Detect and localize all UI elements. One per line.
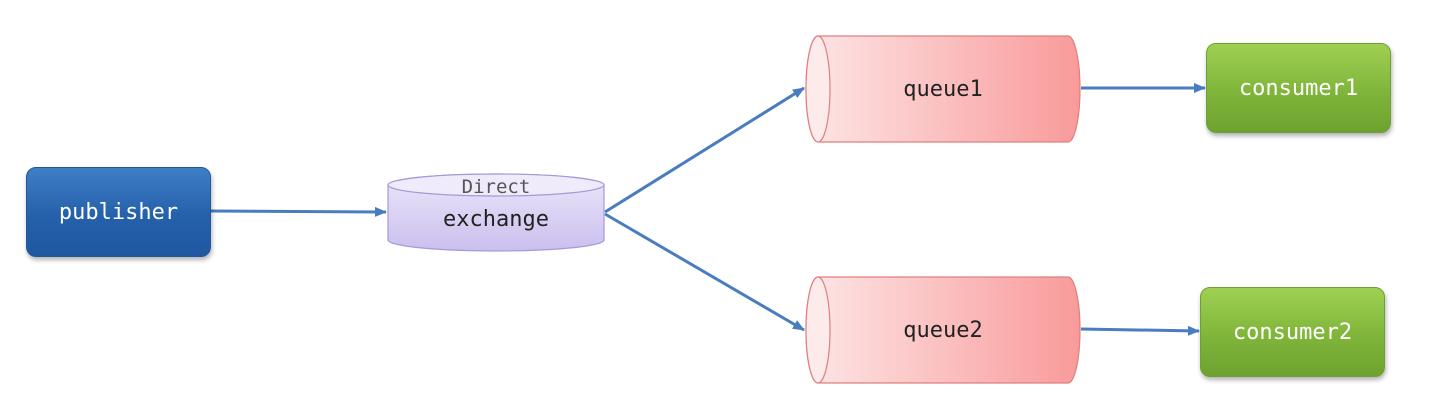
queue2-node[interactable]: queue2 <box>805 276 1081 384</box>
publisher-node[interactable]: publisher <box>26 167 211 257</box>
edge-exchange-queue1 <box>604 86 805 214</box>
queue1-label: queue1 <box>903 76 983 102</box>
exchange-name-label: exchange <box>443 207 549 232</box>
exchange-node[interactable]: Direct exchange <box>387 173 605 253</box>
consumer1-label: consumer1 <box>1238 75 1359 101</box>
queue1-cylinder-shape <box>805 35 1081 143</box>
publisher-label: publisher <box>58 199 179 225</box>
exchange-type-label: Direct <box>461 176 531 198</box>
consumer1-node[interactable]: consumer1 <box>1206 43 1391 133</box>
queue2-cylinder-shape <box>805 276 1081 384</box>
exchange-cylinder-shape <box>387 173 605 252</box>
consumer2-node[interactable]: consumer2 <box>1200 287 1385 377</box>
edge-exchange-queue2 <box>604 212 805 332</box>
queue2-label: queue2 <box>903 317 983 343</box>
queue1-node[interactable]: queue1 <box>805 35 1081 143</box>
consumer2-label: consumer2 <box>1232 319 1353 345</box>
edge-publisher-exchange <box>210 206 387 217</box>
edge-queue2-consumer2 <box>1080 325 1200 336</box>
